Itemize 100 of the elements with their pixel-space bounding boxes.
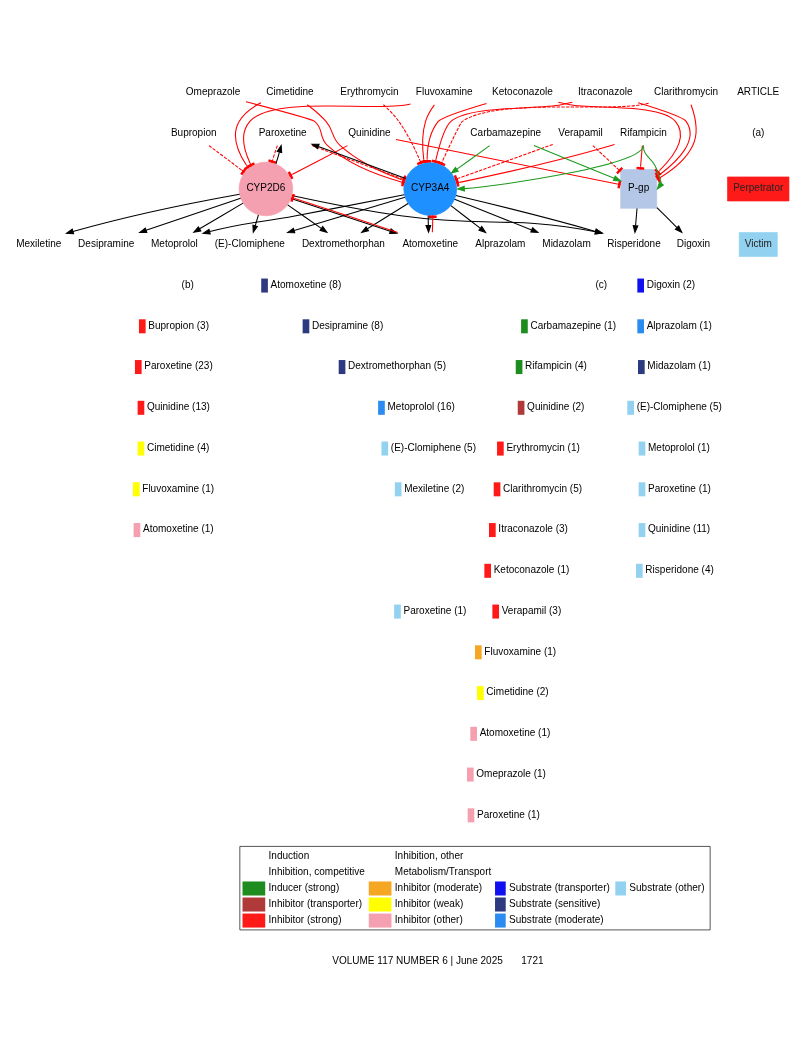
node-label: Verapamil (3) [501,604,562,616]
node-box [638,482,646,497]
node-label: Omeprazole (1) [476,767,546,779]
label: (c) [595,278,608,290]
node-box: Perpetrator [727,176,790,202]
node-box [138,319,146,334]
node-box [466,767,474,782]
node-box [475,645,482,660]
node-label: Cimetidine (2) [486,686,549,698]
arrow [138,197,242,234]
node-text: Digoxin [676,237,711,249]
node-label: Erythromycin (1) [506,441,580,453]
node-label: Fluvoxamine (1) [142,482,215,494]
node-label: Midazolam (1) [647,360,711,372]
node-box [521,319,528,334]
node-box [492,604,500,619]
arrow [454,198,540,233]
node-box [132,482,140,497]
node-label: Metoprolol (1) [648,441,710,453]
node-box [261,278,268,293]
node-box [638,523,646,538]
node-label: Metoprolol (16) [387,401,455,413]
node-label: Atomoxetine (1) [479,727,551,739]
node-box [637,278,644,293]
node-text: Rifampicin [619,126,667,138]
legend-label: Substrate (transporter) [509,881,610,893]
legend-label: Inhibitor (transporter) [268,897,363,909]
node-box [470,726,477,741]
node-label: Quinidine (2) [527,401,585,413]
node-box [302,319,310,334]
legend-label: Substrate (other) [629,881,705,893]
node-label: Cimetidine (4) [146,441,210,453]
node-label: Paroxetine (1) [403,604,467,616]
node-label: Clarithromycin (5) [503,482,583,494]
node-box [497,441,504,456]
node-box [493,482,501,497]
node-box [636,563,643,578]
node-label: (E)-Clomiphene (5) [390,441,476,453]
node-text: Mexiletine [16,237,62,249]
node-text: Bupropion [170,126,217,138]
legend-label: Metabolism/Transport [394,865,492,877]
node-box [381,441,389,456]
node-box [637,319,644,334]
node-label: Mexiletine (2) [404,482,465,494]
node-box [515,360,523,375]
node-label: Atomoxetine (1) [142,523,214,535]
node-label: Itraconazole (3) [498,523,568,535]
node-label: Paroxetine (1) [477,808,540,820]
node-text: Alprazolam [475,237,526,249]
label: (b) [181,278,194,290]
node-text: (E)-Clomiphene [214,237,285,249]
node-label: Fluvoxamine (1) [484,645,557,657]
legend-label: Inhibitor (moderate) [394,881,483,893]
node-box [638,360,645,375]
node-label: Alprazolam (1) [646,319,712,331]
node-box [137,400,145,415]
node-text: Desipramine [78,237,135,249]
label: 1721 [521,954,544,966]
node-text: Dextromethorphan [301,237,385,249]
node-text: Metoprolol [150,237,198,249]
node-label: Paroxetine (23) [144,360,213,372]
node-label: Carbamazepine (1) [530,319,617,331]
connector [208,145,247,176]
node-label: Quinidine (13) [146,401,210,413]
node-box [517,400,525,415]
label: ARTICLE [737,86,780,98]
node-text: Omeprazole [185,86,241,98]
legend-label: Inhibitor (weak) [394,897,464,909]
node-box [477,686,484,701]
node-label: Quinidine (11) [648,523,711,535]
node-text: Verapamil [558,126,603,138]
arrow [287,204,329,234]
node-box [489,523,496,538]
arrow [275,144,283,165]
node-label: Paroxetine (1) [648,482,711,494]
node-text: Clarithromycin [654,86,719,98]
arrow [450,145,491,175]
node-box [467,808,475,823]
legend-label: Substrate (sensitive) [509,897,601,909]
arrow [455,195,604,235]
node-box [378,400,385,415]
node-box [133,523,141,538]
node-text: Fluvoxamine [415,86,473,98]
legend-label: Induction [268,849,310,861]
node-label: Atomoxetine (8) [270,278,342,290]
connector [268,145,278,164]
arrow [252,214,259,234]
arrow [64,193,241,235]
node-text: Itraconazole [577,86,633,98]
node-label: Risperidone (4) [645,564,714,576]
node-text: Ketoconazole [492,86,553,98]
arrow [450,205,487,234]
legend-label: Inhibition, other [394,849,464,861]
arrow [425,214,432,234]
node-box [638,441,646,456]
node-text: Cimetidine [266,86,314,98]
legend-label: Substrate (moderate) [509,913,604,925]
legend-label: Inhibitor (strong) [268,913,342,925]
node-label: Desipramine (8) [311,319,384,331]
connector [592,145,624,175]
